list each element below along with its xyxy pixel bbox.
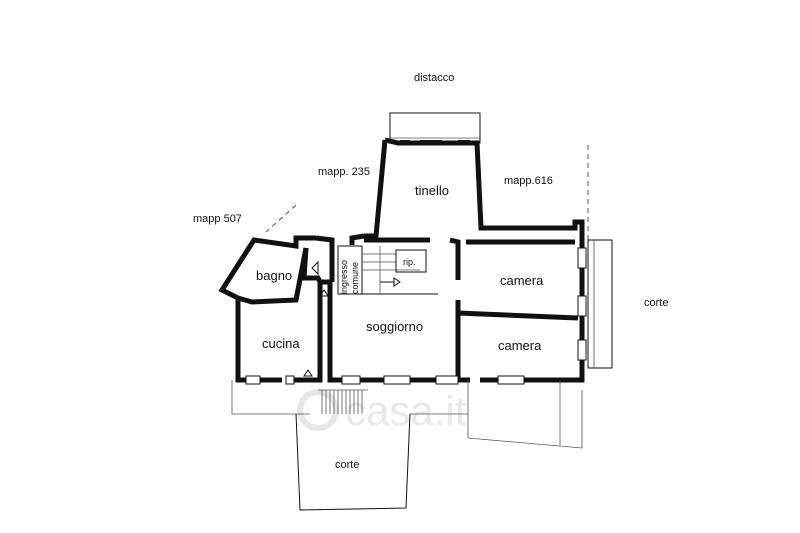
label-comune: comune xyxy=(350,262,360,294)
label-mapp-616: mapp.616 xyxy=(504,175,553,187)
label-corte-bottom: corte xyxy=(335,459,359,471)
balcony-top xyxy=(389,112,481,144)
room-cucina: cucina xyxy=(262,336,300,351)
svg-text:casa.it: casa.it xyxy=(345,387,467,434)
windows xyxy=(245,247,587,385)
label-mapp-507: mapp 507 xyxy=(193,213,242,225)
label-ingresso: ingresso xyxy=(339,260,349,294)
entry-stairs xyxy=(311,245,427,297)
watermark: casa.it xyxy=(297,387,467,434)
label-mapp-235: mapp. 235 xyxy=(318,166,370,178)
label-distacco: distacco xyxy=(414,72,454,84)
room-camera-2: camera xyxy=(498,338,542,353)
boundary-lines xyxy=(265,145,589,240)
room-bagno: bagno xyxy=(256,268,292,283)
balcony-right xyxy=(587,239,613,369)
label-corte-right: corte xyxy=(644,297,668,309)
courtyard-lines xyxy=(231,380,583,511)
room-soggiorno: soggiorno xyxy=(366,319,423,334)
label-rip: rip. xyxy=(403,257,416,267)
room-tinello: tinello xyxy=(415,183,449,198)
interior-walls xyxy=(340,237,579,380)
room-camera-1: camera xyxy=(500,273,544,288)
